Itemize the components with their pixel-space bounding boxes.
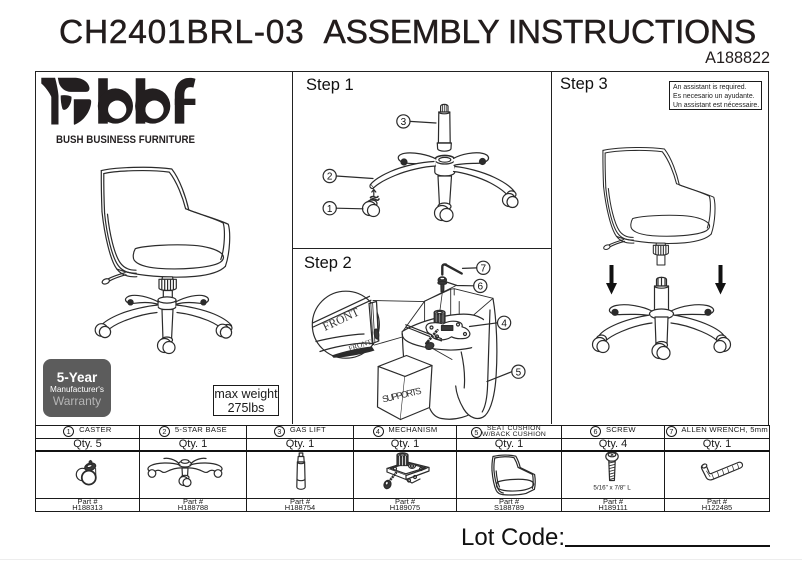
svg-text:7: 7: [481, 263, 487, 274]
svg-text:3: 3: [401, 117, 407, 128]
svg-text:2: 2: [327, 172, 333, 183]
svg-text:6: 6: [478, 282, 484, 293]
svg-text:1: 1: [327, 204, 333, 215]
svg-text:5: 5: [516, 367, 522, 378]
svg-text:4: 4: [501, 318, 507, 329]
svg-text:BUSH BUSINESS FURNITURE: BUSH BUSINESS FURNITURE: [56, 134, 195, 146]
